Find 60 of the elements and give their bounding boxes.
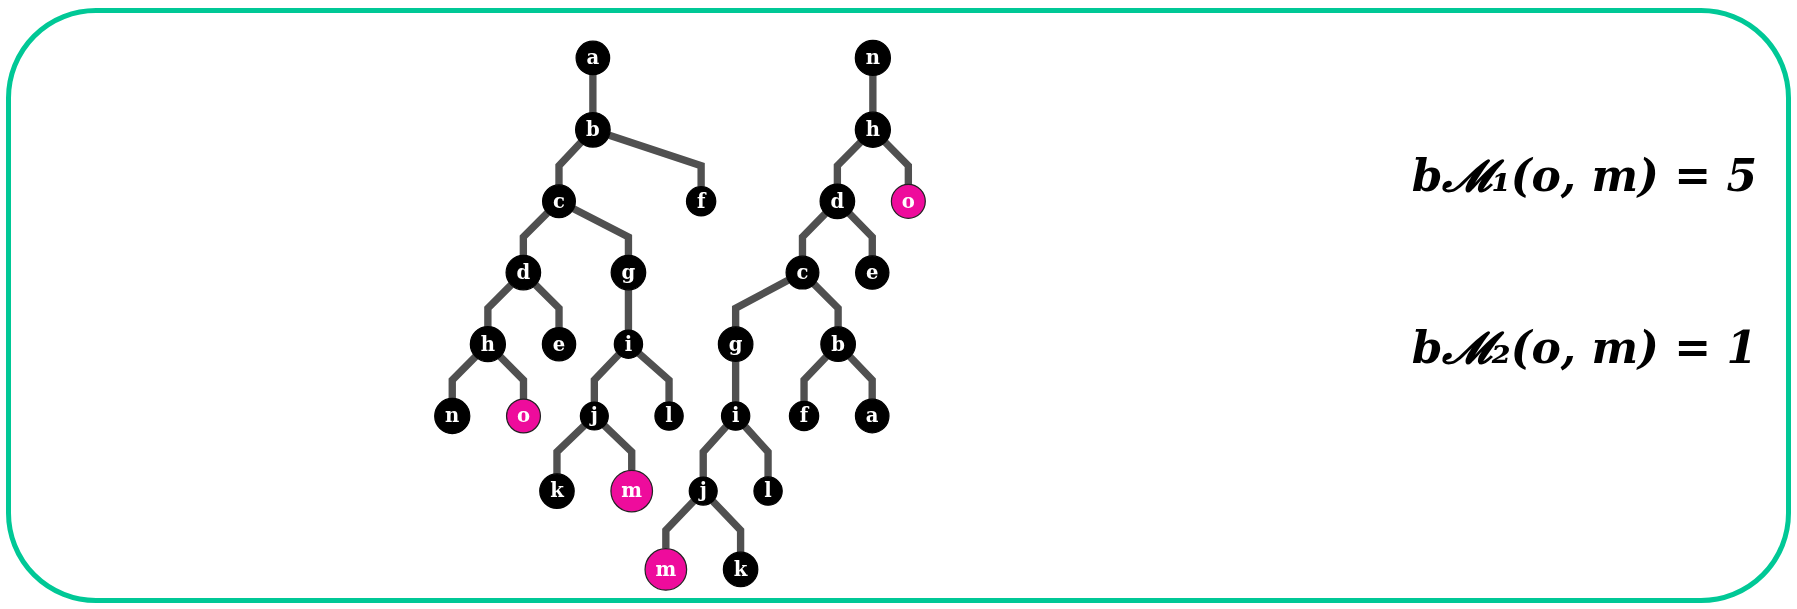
connector (710, 498, 745, 553)
connector (484, 282, 514, 327)
node-circle: o (505, 398, 542, 434)
connector (798, 211, 828, 257)
node-circle: m (610, 469, 654, 513)
node-circle: h (854, 111, 891, 148)
node-circle: e (855, 255, 890, 290)
node-circle: k (539, 473, 575, 509)
connector (846, 211, 876, 256)
node-circle: j (688, 476, 718, 506)
connector (497, 354, 528, 400)
connector (731, 361, 740, 402)
connector (869, 75, 877, 113)
connector (532, 282, 563, 328)
node-circle: n (854, 39, 891, 77)
connector (519, 210, 550, 256)
connector (624, 289, 633, 331)
node-circle: i (613, 329, 644, 359)
node-circle: i (720, 401, 751, 431)
node-circle: h (469, 326, 507, 363)
connector (448, 354, 479, 399)
connector (847, 354, 876, 400)
node-circle: c (785, 255, 820, 290)
node-circle: l (654, 401, 684, 431)
node-circle: c (542, 184, 576, 219)
connector (742, 424, 772, 477)
formula-text: b𝓜₁(o, m) = 5 (1411, 150, 1757, 202)
node-circle: a (575, 40, 611, 76)
node-circle: g (717, 326, 754, 363)
connector (662, 498, 697, 549)
connector (699, 424, 729, 478)
node-circle: k (722, 551, 759, 588)
node-circle: j (579, 401, 609, 431)
connector (608, 131, 705, 187)
node-circle: n (434, 397, 471, 435)
connector (555, 139, 584, 185)
node-circle: d (819, 183, 856, 220)
node-circle: l (753, 476, 783, 506)
node-circle: g (610, 254, 647, 291)
node-circle: b (575, 111, 611, 148)
connector (590, 351, 622, 403)
connector (589, 74, 597, 113)
node-circle: f (685, 186, 717, 217)
node-circle: a (854, 398, 890, 434)
node-circle: b (820, 326, 856, 363)
connector (800, 354, 829, 402)
node-circle: e (541, 326, 577, 362)
connector (882, 139, 912, 185)
formula-text: b𝓜₂(o, m) = 1 (1411, 322, 1757, 374)
node-circle: d (505, 254, 542, 291)
connector (571, 205, 633, 256)
connector (811, 281, 842, 327)
connector (833, 139, 864, 185)
node-circle: f (788, 400, 820, 432)
node-circle: m (644, 548, 688, 591)
node-circle: o (890, 183, 926, 219)
connector (601, 423, 636, 471)
connector (636, 350, 673, 402)
connector (553, 423, 587, 474)
connector (731, 277, 790, 327)
